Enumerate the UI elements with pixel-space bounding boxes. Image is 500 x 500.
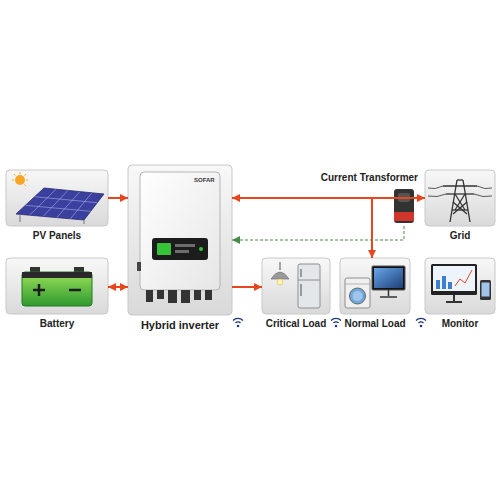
monitor-ground <box>425 258 495 314</box>
inverter-picture <box>137 172 220 303</box>
power-line <box>108 197 128 199</box>
inverter-ground <box>128 165 232 315</box>
monitor-box: Monitor <box>425 258 495 314</box>
box-grounds <box>6 165 495 315</box>
power-line <box>108 286 128 288</box>
brand-logo: SOFAR <box>194 177 215 183</box>
node-label: Grid <box>450 230 471 242</box>
grid-box: Grid <box>425 170 495 226</box>
power-line <box>232 286 262 288</box>
battery-picture <box>22 267 92 306</box>
pylon-picture <box>428 180 492 222</box>
inverter-box: Hybrid inverter <box>128 165 232 315</box>
wifi-symbol <box>233 318 243 327</box>
pv-panel-box: PV Panels <box>6 170 108 226</box>
normal-load-picture <box>345 266 405 308</box>
node-label: Critical Load <box>266 318 327 330</box>
node-label: Current Transformer <box>321 172 418 184</box>
node-label: Monitor <box>442 318 479 330</box>
critical-ground <box>262 258 330 314</box>
battery-ground <box>6 258 108 314</box>
normal-ground <box>340 258 410 314</box>
node-label: Hybrid inverter <box>141 319 219 332</box>
node-label: Normal Load <box>344 318 405 330</box>
normal-load-box: Normal Load <box>340 258 410 314</box>
pv-panel-picture <box>12 172 104 224</box>
monitor-picture <box>431 264 491 302</box>
critical-load-picture <box>271 262 320 308</box>
signal-line <box>232 226 404 240</box>
pv-ground <box>6 170 108 226</box>
grid-ground <box>425 170 495 226</box>
current-transformer-box: Current Transformer <box>388 186 420 226</box>
current-transformer-picture <box>394 189 414 223</box>
wifi-symbol <box>331 318 341 327</box>
power-line <box>372 198 425 258</box>
battery-box: Battery <box>6 258 108 314</box>
node-label: Battery <box>40 318 74 330</box>
critical-load-box: Critical Load <box>262 258 330 314</box>
wifi-symbol <box>416 318 426 327</box>
node-label: PV Panels <box>33 230 81 242</box>
